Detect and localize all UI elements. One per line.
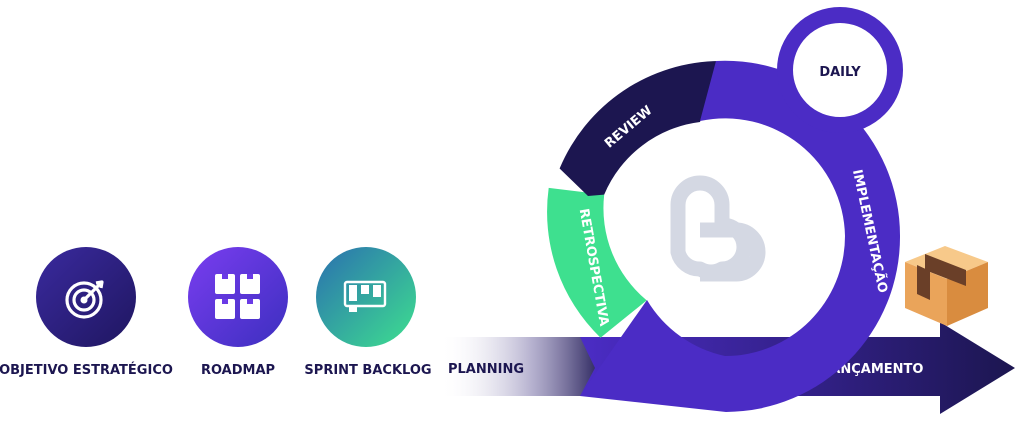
retrospectiva-arc xyxy=(547,187,647,338)
target-icon xyxy=(65,280,104,319)
step-objetivo: OBJETIVO ESTRATÉGICO xyxy=(0,247,173,378)
step-label-objetivo: OBJETIVO ESTRATÉGICO xyxy=(0,362,173,378)
sprint-cycle: DAILY REVIEW RETROSPECTIVA IMPLEMENTAÇÃO xyxy=(547,7,903,413)
logo-icon xyxy=(670,175,766,282)
kanban-board-icon xyxy=(343,280,387,312)
review-arc xyxy=(559,61,720,196)
step-sprint-backlog: SPRINT BACKLOG xyxy=(304,247,432,378)
daily-ring xyxy=(777,7,903,133)
backlog-circle xyxy=(316,247,416,347)
roadmap-circle xyxy=(188,247,288,347)
daily-label: DAILY xyxy=(819,65,861,80)
planning-label: PLANNING xyxy=(448,362,524,377)
release-label: LANÇAMENTO xyxy=(822,362,923,377)
planning-band xyxy=(440,337,605,396)
roadmap-grid-icon xyxy=(215,274,260,319)
step-label-roadmap: ROADMAP xyxy=(201,363,275,378)
step-label-sprint-backlog: SPRINT BACKLOG xyxy=(304,363,431,378)
box-icon xyxy=(905,246,988,326)
implementacao-arc xyxy=(580,60,901,413)
step-roadmap: ROADMAP xyxy=(188,247,288,378)
